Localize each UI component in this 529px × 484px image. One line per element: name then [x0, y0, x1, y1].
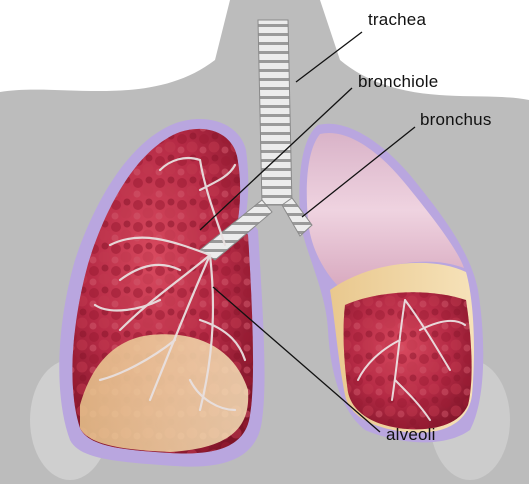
bronchus-label: bronchus — [420, 110, 492, 130]
alveoli-label: alveoli — [386, 425, 436, 445]
trachea — [258, 20, 292, 205]
trachea-label: trachea — [368, 10, 426, 30]
bronchiole-label: bronchiole — [358, 72, 438, 92]
